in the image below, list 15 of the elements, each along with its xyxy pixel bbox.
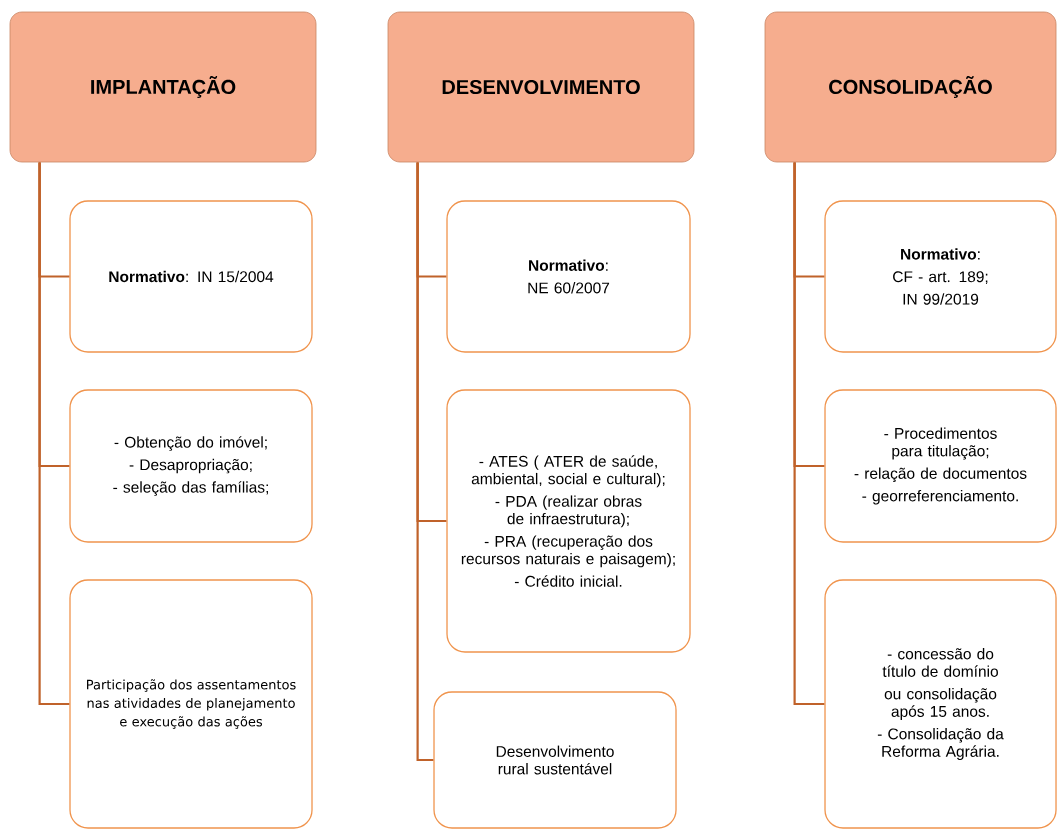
content-box: - Procedimentos para titulação; - relação de documentos - georreferenciamento. — [824, 389, 1057, 543]
connector-line — [416, 162, 434, 762]
connector-line — [793, 162, 825, 706]
content-box: Normativo: CF - art. 189; IN 99/2019 — [824, 200, 1057, 353]
content-box: - Obtenção do imóvel; - Desapropriação; - seleção das famílias; — [69, 389, 313, 543]
content-box: - concessão do título de domínio ou consolidação após 15 anos. - Consolidação da Reforma Agrária. — [824, 579, 1057, 829]
content-box: - ATES ( ATER de saúde, ambiental, social e cultural); - PDA (realizar obras de infraestrutura); - PRA (recuperação dos recursos naturais e paisagem); - Crédito inicial. — [446, 389, 691, 653]
header-box: DESENVOLVIMENTO — [387, 11, 695, 163]
connector-line — [38, 162, 70, 706]
header-box: CONSOLIDAÇÃO — [764, 11, 1057, 163]
content-box: Desenvolvimento rural sustentável — [433, 691, 677, 829]
header-box: IMPLANTAÇÃO — [9, 11, 317, 163]
content-box: Normativo: NE 60/2007 — [446, 200, 691, 353]
content-box: Normativo: IN 15/2004 — [69, 200, 313, 353]
content-box: Participação dos assentamentos nas atividades de planejamento e execução das ações — [69, 579, 313, 829]
